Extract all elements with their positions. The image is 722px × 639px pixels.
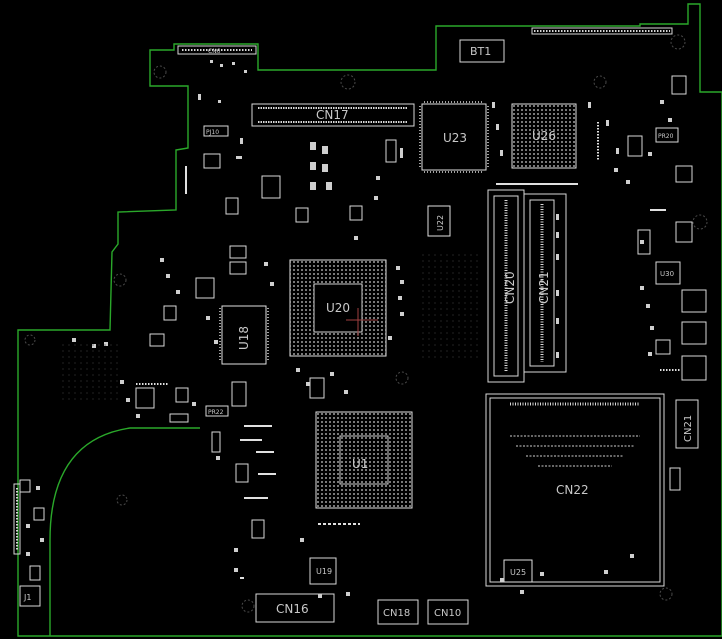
- cn20-label: CN20: [503, 271, 517, 304]
- right-side-chips: [655, 75, 707, 381]
- cn6-connector: [177, 45, 257, 55]
- cn16-connector: [255, 593, 335, 623]
- cn21-right-label: CN21: [683, 415, 694, 442]
- pr20-label: PR20: [658, 133, 674, 140]
- cn18-label: CN18: [383, 608, 410, 619]
- cn17-connector: [251, 103, 415, 127]
- pj10-part: [203, 125, 229, 137]
- u30-label: U30: [660, 270, 674, 278]
- u18-chip: [221, 305, 267, 365]
- cn22-label: CN22: [556, 483, 589, 497]
- u23-label: U23: [443, 131, 467, 145]
- u30-chip: [655, 261, 681, 285]
- pj10-label: PJ10: [206, 129, 219, 136]
- board-outline-arc: [49, 427, 200, 636]
- u23-chip: [421, 103, 487, 171]
- silkscreen-dots-area: [420, 250, 480, 360]
- pr22-part: [205, 405, 229, 417]
- scattered-pads: [26, 60, 672, 598]
- u22-chip: [427, 205, 451, 237]
- u25-chip: [503, 559, 533, 583]
- cn18-connector: [377, 599, 419, 625]
- j1-connector: [19, 585, 41, 607]
- cn10-connector: [427, 599, 469, 625]
- cn6-label: CN6: [208, 48, 221, 55]
- u1-label: U1: [352, 457, 368, 471]
- u26-label: U26: [532, 129, 556, 143]
- silkscreen-bars: [136, 122, 680, 579]
- top-edge-connector: [531, 27, 673, 35]
- cn10-label: CN10: [434, 608, 461, 619]
- cn17-label: CN17: [316, 108, 349, 122]
- left-edge-connector: [13, 483, 21, 555]
- bt1-battery: [459, 39, 505, 63]
- u19-label: U19: [316, 567, 332, 576]
- cn22-socket: [485, 393, 665, 587]
- board-outline: [17, 3, 722, 637]
- u20-label: U20: [326, 301, 350, 315]
- u22-label: U22: [436, 215, 445, 231]
- pr22-label: PR22: [208, 409, 224, 416]
- cn16-label: CN16: [276, 602, 309, 616]
- mounting-holes: [24, 34, 708, 613]
- cn21-vertical-connector: [523, 193, 567, 373]
- u25-label: U25: [510, 568, 526, 577]
- cn21-vertical-label: CN21: [537, 271, 551, 304]
- silkscreen-dots-area: [60, 340, 120, 400]
- bt1-label: BT1: [470, 45, 491, 58]
- j1-label: J1: [23, 593, 31, 602]
- u19-chip: [309, 557, 337, 585]
- pr20-part: [655, 127, 679, 143]
- u26-chip: [511, 103, 577, 169]
- cn21-right-connector: [675, 399, 699, 449]
- u18-label: U18: [237, 326, 251, 350]
- small-components-left: [19, 135, 681, 581]
